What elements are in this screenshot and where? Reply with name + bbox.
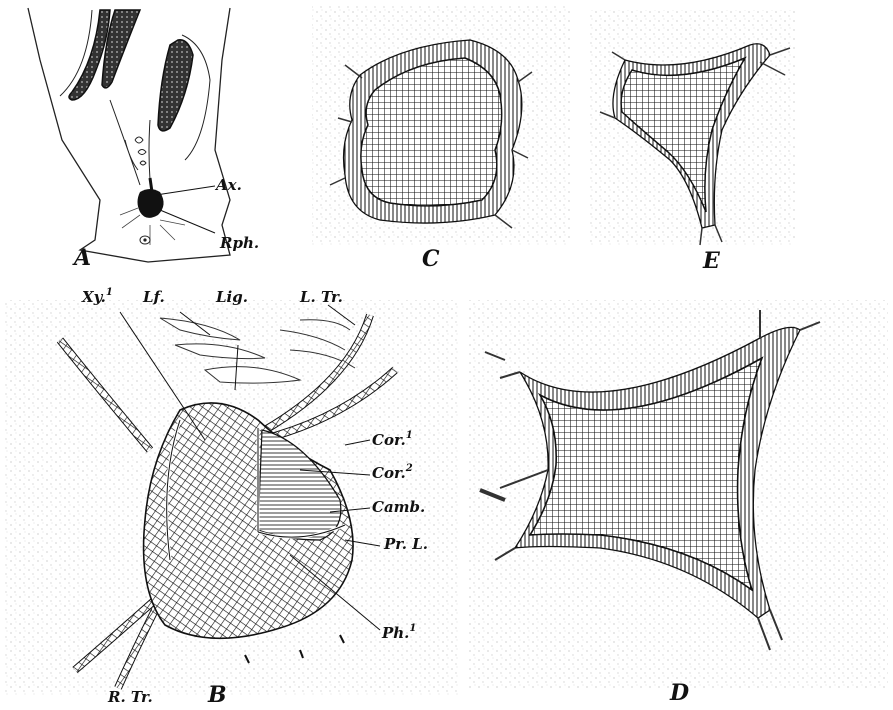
panel-letter-b: B <box>207 682 227 708</box>
panel-a-drawing <box>28 8 230 262</box>
panel-c-drawing <box>312 5 570 245</box>
panel-d-drawing <box>468 300 888 690</box>
label-rph: Rph. <box>219 234 259 252</box>
label-l-tr: L. Tr. <box>299 288 343 306</box>
panel-letter-c: C <box>422 246 440 272</box>
label-ax: Ax. <box>214 176 242 194</box>
panel-letter-a: A <box>72 245 91 271</box>
label-r-tr: R. Tr. <box>107 688 153 706</box>
label-pr-l: Pr. L. <box>383 535 428 553</box>
panel-letter-e: E <box>702 248 721 274</box>
label-camb: Camb. <box>372 498 425 516</box>
label-lf: Lf. <box>142 288 165 306</box>
panel-e-drawing <box>590 10 795 245</box>
panel-letter-d: D <box>669 680 689 706</box>
label-lig: Lig. <box>215 288 248 306</box>
